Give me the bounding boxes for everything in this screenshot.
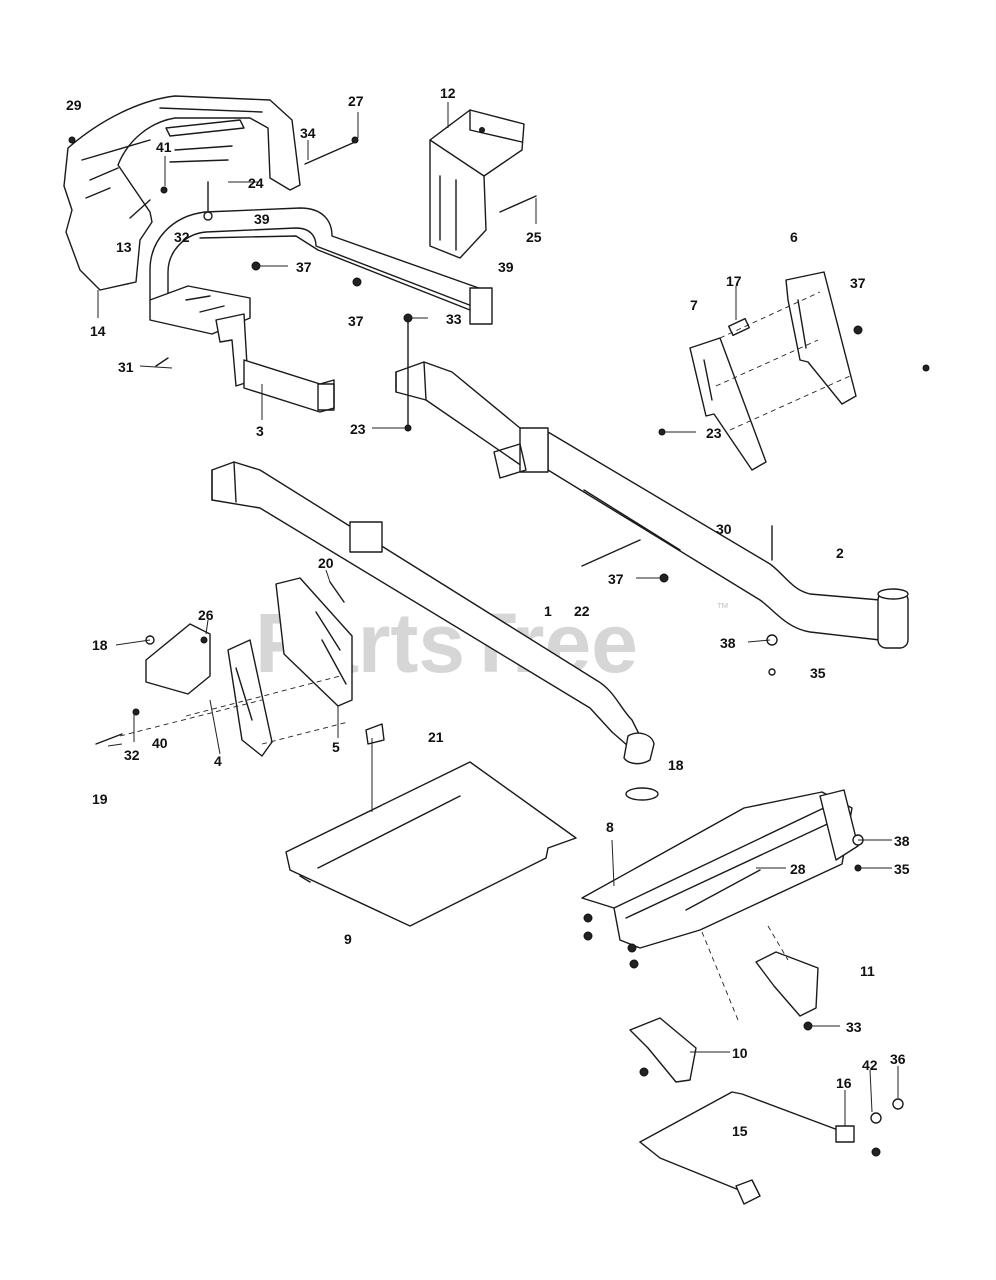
callout-36: 36 [890,1051,906,1067]
callout-42: 42 [862,1057,878,1073]
callout-20: 20 [318,555,334,571]
callout-24: 24 [248,175,264,191]
callout-41: 41 [156,139,172,155]
callout-37-mid: 37 [348,313,364,329]
callout-leaders [97,102,899,1126]
callout-22: 22 [574,603,590,619]
callout-37-lower: 37 [608,571,624,587]
part-main-frame-rail[interactable] [395,361,909,649]
part-bottom-rod[interactable] [639,1091,904,1205]
callout-19: 19 [92,791,108,807]
callout-31: 31 [118,359,134,375]
part-floor-plate[interactable] [285,723,577,927]
callout-7: 7 [690,297,698,313]
callout-32-upper: 32 [174,229,190,245]
callout-2: 2 [836,545,844,561]
watermark-trademark: ™ [716,600,729,615]
part-left-frame-rail[interactable] [211,461,655,765]
part-side-plates[interactable] [119,577,353,757]
callout-6: 6 [790,229,798,245]
hardware-fasteners [68,136,930,1077]
callout-25: 25 [526,229,542,245]
callout-37-right: 37 [850,275,866,291]
callout-9: 9 [344,931,352,947]
callout-38-lower: 38 [894,833,910,849]
callout-5: 5 [332,739,340,755]
callout-10: 10 [732,1045,748,1061]
callout-28: 28 [790,861,806,877]
callout-33-lower: 33 [846,1019,862,1035]
part-support-bracket[interactable] [429,109,525,259]
callout-39-upper: 39 [254,211,270,227]
part-upper-tube-frame[interactable] [149,207,493,325]
callout-18-left: 18 [92,637,108,653]
callout-26: 26 [198,607,214,623]
callout-39-right: 39 [498,259,514,275]
callout-37-upper: 37 [296,259,312,275]
callout-18-right: 18 [668,757,684,773]
callout-14: 14 [90,323,106,339]
callout-8: 8 [606,819,614,835]
callout-38-upper: 38 [720,635,736,651]
callout-34: 34 [300,125,316,141]
callout-30: 30 [716,521,732,537]
callout-23-right: 23 [706,425,722,441]
callout-16: 16 [836,1075,852,1091]
callout-13: 13 [116,239,132,255]
part-rear-chassis[interactable] [581,789,859,1083]
callout-40: 40 [152,735,168,751]
callout-12: 12 [440,85,456,101]
callout-labels: 29 27 12 41 34 24 25 32 39 13 6 37 39 14… [66,85,910,1139]
part-fender-shell[interactable] [63,95,301,291]
callout-35-upper: 35 [810,665,826,681]
callout-4: 4 [214,753,222,769]
callout-11: 11 [860,963,875,979]
callout-33-upper: 33 [446,311,462,327]
callout-29: 29 [66,97,82,113]
callout-32-lower: 32 [124,747,140,763]
callout-15: 15 [732,1123,748,1139]
callout-35-lower: 35 [894,861,910,877]
part-left-bracket[interactable] [149,285,335,413]
callout-1: 1 [544,603,552,619]
callout-27: 27 [348,93,364,109]
callout-3: 3 [256,423,264,439]
callout-23-left: 23 [350,421,366,437]
callout-17: 17 [726,273,742,289]
part-rear-brackets[interactable] [689,271,857,471]
callout-21: 21 [428,729,444,745]
